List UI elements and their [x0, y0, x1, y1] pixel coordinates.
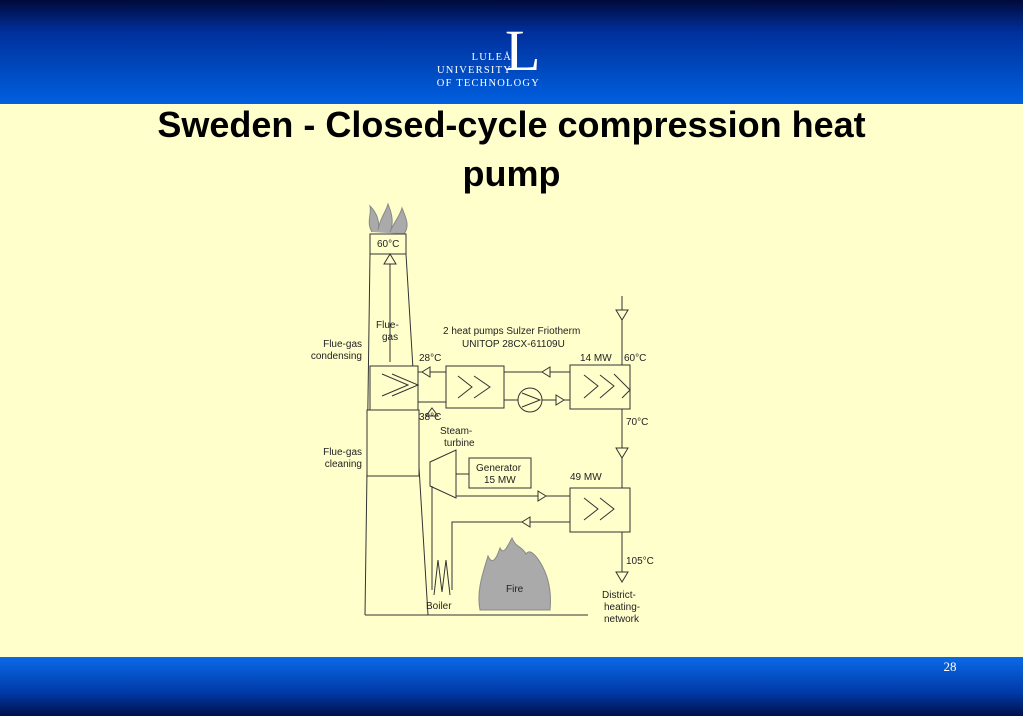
label-district-3: network: [604, 614, 640, 625]
generator: [468, 457, 532, 489]
header-band: [0, 0, 1023, 104]
label-heat-pumps-1: 2 heat pumps Sulzer Friotherm: [443, 326, 580, 337]
label-stack-temp: 60°C: [377, 239, 399, 250]
label-flue-gas-2: gas: [382, 332, 398, 343]
logo-line-1: LULEÅ: [471, 52, 512, 63]
label-flue-gas-1: Flue-: [376, 320, 399, 331]
page-number: 28: [943, 659, 957, 674]
label-cleaning-1: Flue-gas: [323, 447, 362, 458]
label-generator-2: 15 MW: [484, 475, 516, 486]
steam-turbine: [429, 449, 457, 499]
label-temp-38: 38°C: [419, 412, 441, 423]
label-temp-60: 60°C: [624, 353, 646, 364]
slide-title: Sweden - Closed-cycle compression heat p…: [60, 100, 963, 198]
label-generator-1: Generator: [476, 463, 522, 474]
boiler: [433, 559, 451, 596]
label-condensing-1: Flue-gas: [323, 339, 362, 350]
label-steam-2: turbine: [444, 438, 475, 449]
label-hp-power: 14 MW: [580, 353, 612, 364]
evaporator: [445, 365, 505, 409]
chimney-top: [369, 233, 407, 255]
chimney-flame: [368, 202, 408, 235]
label-district-2: heating-: [604, 602, 640, 613]
condenser: [569, 364, 631, 410]
university-logo: LULEÅ UNIVERSITY OF TECHNOLOGY L: [412, 22, 552, 92]
label-temp-70: 70°C: [626, 417, 648, 428]
title-line-2: pump: [462, 153, 561, 194]
logo-line-2: UNIVERSITY: [437, 65, 512, 76]
label-temp-105: 105°C: [626, 556, 654, 567]
fire: [478, 536, 551, 611]
logo-line-3: OF TECHNOLOGY: [436, 78, 540, 89]
boiler-exchanger: [569, 487, 631, 533]
label-temp-28: 28°C: [419, 353, 441, 364]
label-boiler: Boiler: [426, 601, 452, 612]
label-boiler-power: 49 MW: [570, 472, 602, 483]
logo-mark: L: [505, 18, 541, 83]
label-fire: Fire: [506, 584, 524, 595]
compressor: [517, 387, 543, 413]
label-district-1: District-: [602, 590, 636, 601]
label-cleaning-2: cleaning: [325, 459, 362, 470]
title-line-1: Sweden - Closed-cycle compression heat: [157, 104, 866, 145]
flue-gas-cleaning: [366, 409, 420, 477]
label-condensing-2: condensing: [311, 351, 362, 362]
label-heat-pumps-2: UNITOP 28CX-61109U: [462, 339, 565, 350]
footer-band: [0, 657, 1023, 716]
label-steam-1: Steam-: [440, 426, 472, 437]
